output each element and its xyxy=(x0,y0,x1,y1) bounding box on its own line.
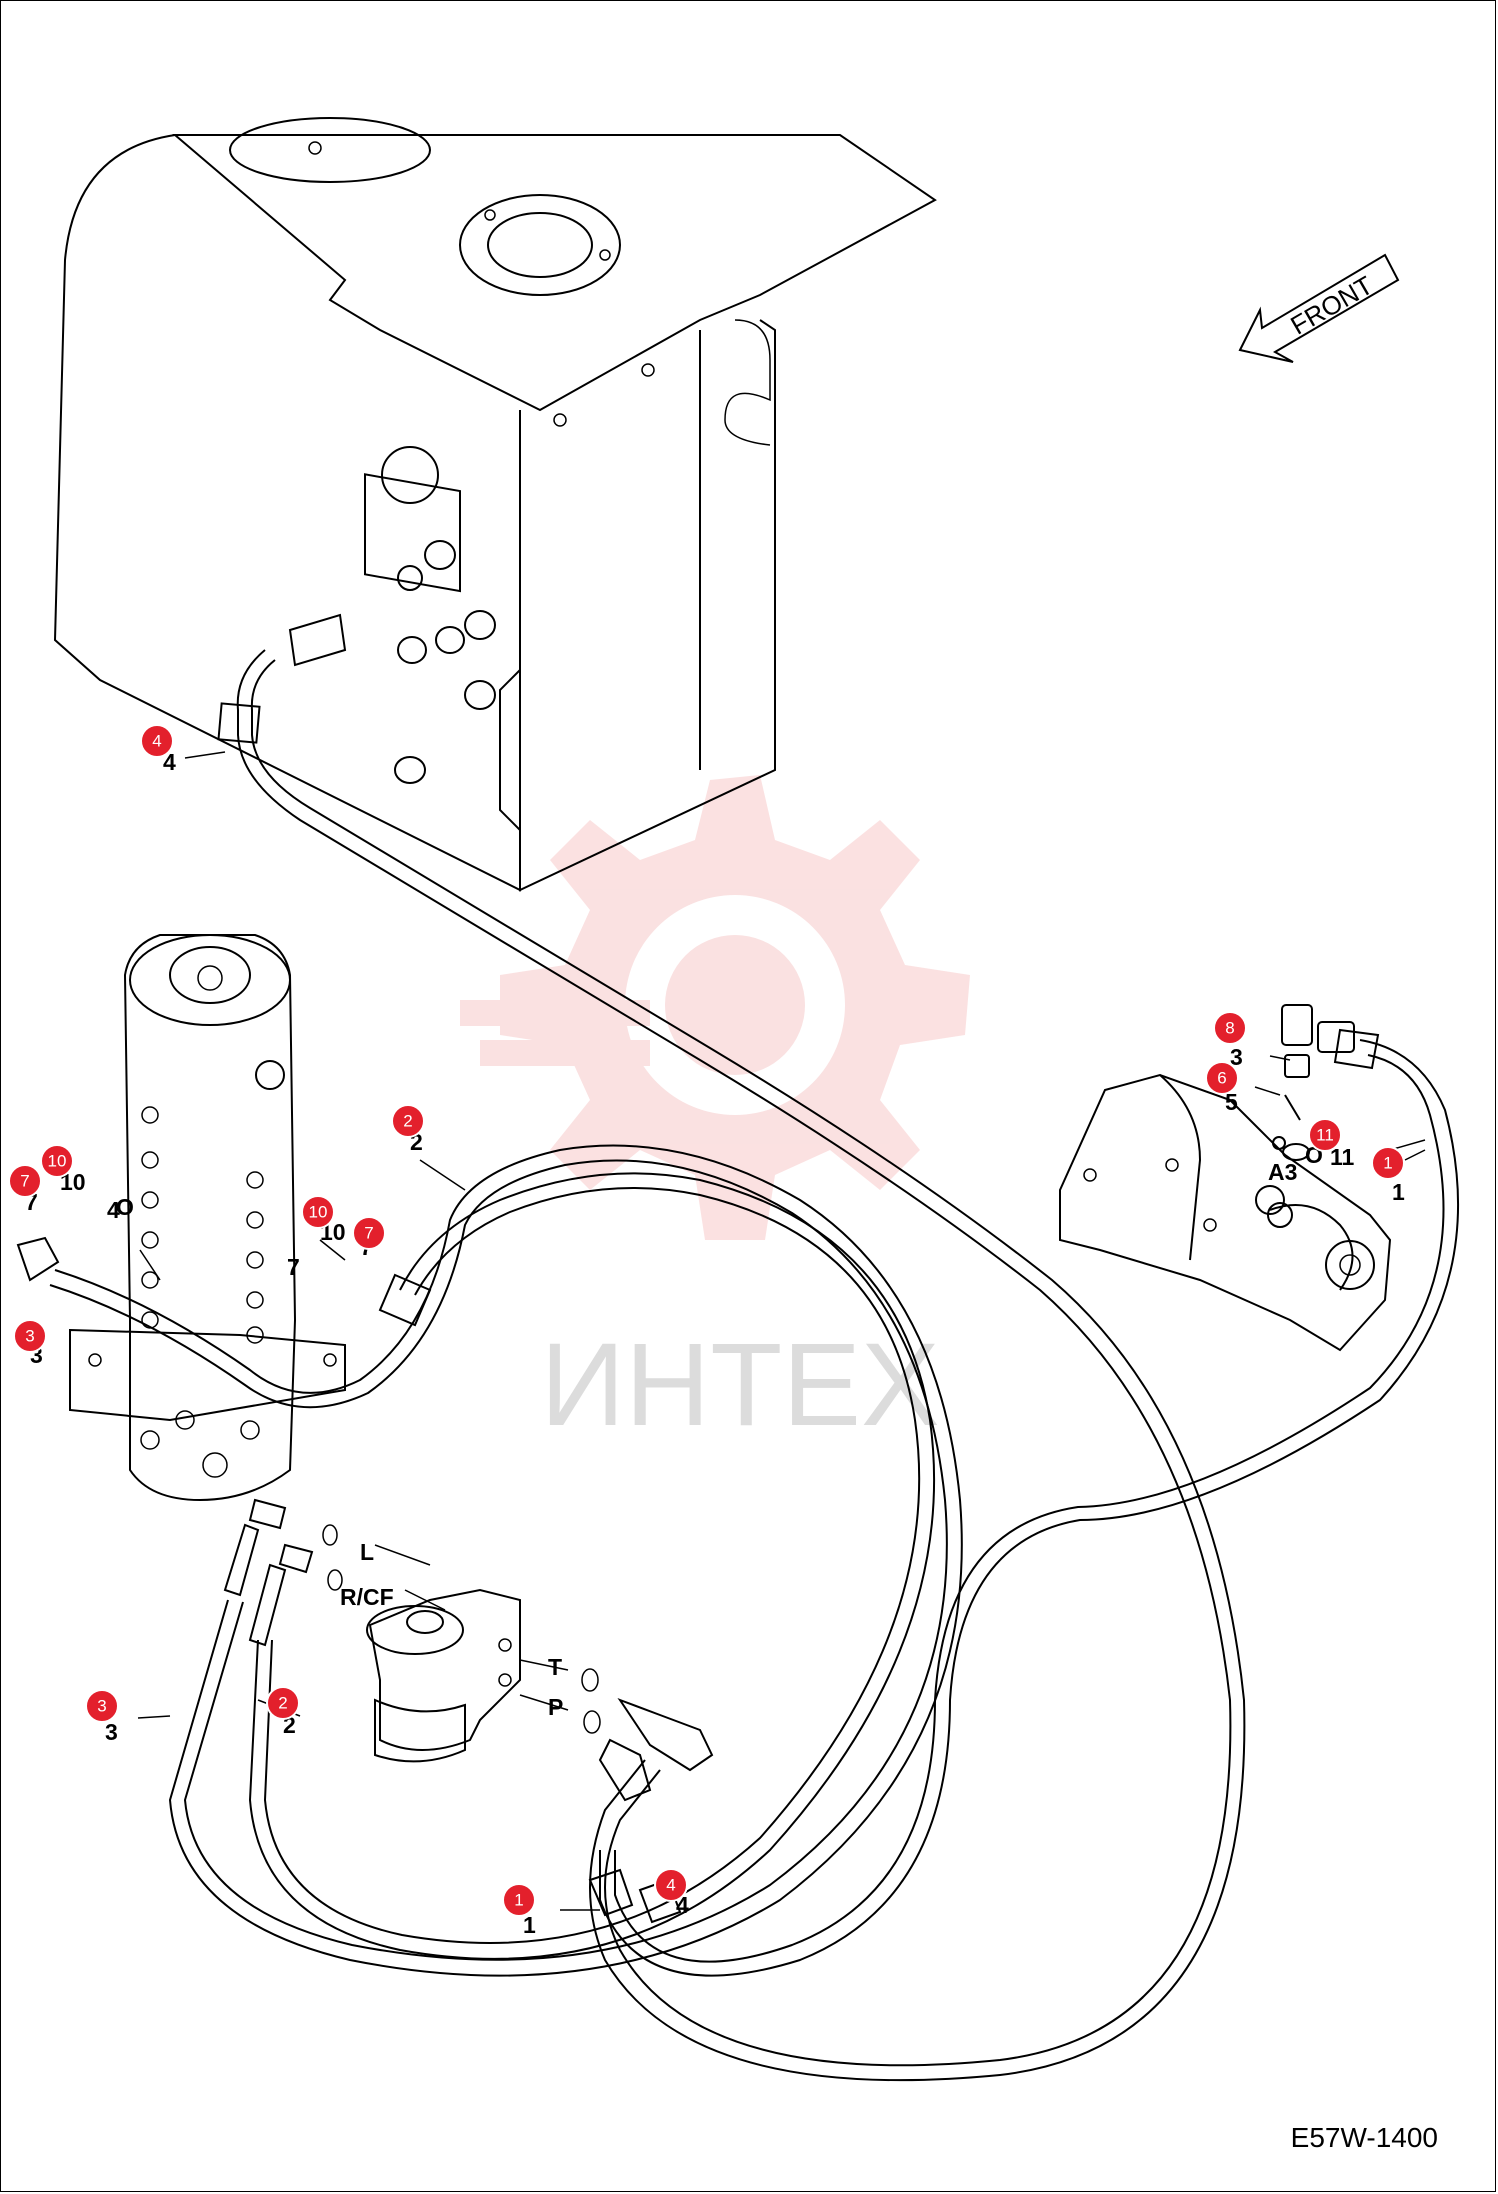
svg-text:10: 10 xyxy=(48,1152,67,1171)
hose-item-1 xyxy=(599,1028,1459,1977)
svg-text:1: 1 xyxy=(523,1912,536,1938)
svg-text:6: 6 xyxy=(1217,1069,1226,1088)
svg-text:4: 4 xyxy=(163,749,176,775)
callout-c2-lower[interactable]: 2 xyxy=(266,1686,300,1720)
callout-c7-mid[interactable]: 7 xyxy=(352,1216,386,1250)
watermark-text: ИНТЕХ xyxy=(540,1319,940,1451)
steering-fittings xyxy=(248,1498,714,1924)
pump-assembly xyxy=(1059,1073,1392,1352)
callout-c1-lower[interactable]: 1 xyxy=(502,1883,536,1917)
watermark-gear-logo xyxy=(460,775,970,1240)
hose-item-3 xyxy=(16,1144,963,1977)
callout-c6-pump[interactable]: 6 xyxy=(1205,1061,1239,1095)
svg-text:3: 3 xyxy=(25,1327,34,1346)
svg-text:4: 4 xyxy=(152,732,161,751)
leader-lines xyxy=(137,751,1426,1911)
svg-text:3: 3 xyxy=(105,1719,118,1745)
svg-text:1: 1 xyxy=(514,1891,523,1910)
svg-text:11: 11 xyxy=(1316,1126,1334,1145)
drawing-code: E57W-1400 xyxy=(1290,2122,1438,2153)
svg-text:7: 7 xyxy=(364,1224,373,1243)
callout-c10-mid[interactable]: 10 xyxy=(301,1195,335,1229)
svg-text:1: 1 xyxy=(1392,1179,1405,1205)
svg-text:O: O xyxy=(116,1194,134,1220)
svg-text:1: 1 xyxy=(1383,1154,1392,1173)
svg-text:4: 4 xyxy=(107,1197,120,1223)
lower-hoses xyxy=(223,1523,287,1647)
port-label-l: L xyxy=(360,1539,374,1565)
svg-text:3: 3 xyxy=(97,1697,106,1716)
pump-fittings xyxy=(1281,1004,1355,1161)
callout-c8-pump[interactable]: 8 xyxy=(1213,1011,1247,1045)
port-label-rcf: R/CF xyxy=(340,1584,394,1610)
port-label-p: P xyxy=(548,1694,563,1720)
callout-c4-lower[interactable]: 4 xyxy=(654,1868,688,1902)
svg-text:2: 2 xyxy=(278,1694,287,1713)
steering-orbitrol xyxy=(366,1588,521,1763)
port-label-a3: A3 xyxy=(1268,1159,1297,1185)
callout-c3-left[interactable]: 3 xyxy=(13,1319,47,1353)
svg-text:7: 7 xyxy=(20,1172,29,1191)
callout-c2-swivel[interactable]: 2 xyxy=(391,1104,425,1138)
front-arrow-icon: FRONT xyxy=(1238,253,1400,363)
swivel-joint xyxy=(69,934,346,1502)
callout-c11-pump[interactable]: 11 xyxy=(1308,1118,1342,1152)
svg-text:7: 7 xyxy=(287,1254,300,1280)
svg-text:5: 5 xyxy=(1225,1089,1238,1115)
callout-c3-lower[interactable]: 3 xyxy=(85,1689,119,1723)
svg-text:4: 4 xyxy=(666,1876,675,1895)
svg-text:3: 3 xyxy=(1230,1044,1243,1070)
callout-c10-left[interactable]: 10 xyxy=(40,1144,74,1178)
port-label-t: T xyxy=(548,1654,562,1680)
hose-item-4 xyxy=(217,649,1246,2082)
callout-c4-tank[interactable]: 4 xyxy=(140,724,174,758)
svg-text:10: 10 xyxy=(309,1203,328,1222)
callout-c7-left[interactable]: 7 xyxy=(8,1164,42,1198)
svg-text:8: 8 xyxy=(1225,1019,1234,1038)
svg-text:2: 2 xyxy=(403,1112,412,1131)
callout-c1-pump[interactable]: 1 xyxy=(1371,1146,1405,1180)
hydraulic-tank xyxy=(53,117,937,892)
hose-item-2 xyxy=(248,1172,936,1960)
